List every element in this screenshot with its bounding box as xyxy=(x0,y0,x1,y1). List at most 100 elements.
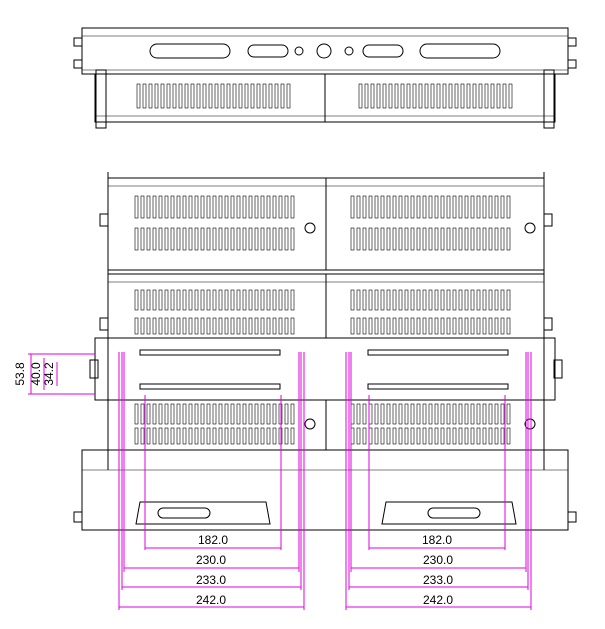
grille-fin xyxy=(508,83,513,109)
slot-right xyxy=(419,43,501,59)
bolt-icon xyxy=(567,59,577,69)
grille-fin xyxy=(380,227,385,251)
grille-fin xyxy=(182,195,187,219)
grille-fin xyxy=(368,227,373,251)
grille-fin xyxy=(428,227,433,251)
clamp xyxy=(99,213,109,227)
grille-fin xyxy=(392,195,397,219)
grille-fin xyxy=(196,83,201,109)
plate-slot xyxy=(139,349,281,356)
grille-fin xyxy=(140,403,145,425)
grille-fin xyxy=(350,317,355,335)
grille-fin xyxy=(230,195,235,219)
grille-fin xyxy=(494,403,499,425)
grille-fin xyxy=(182,289,187,311)
grille-fin xyxy=(448,83,453,109)
grille-fin xyxy=(280,83,285,109)
grille-fin xyxy=(176,317,181,335)
grille-fin xyxy=(466,83,471,109)
grille-fin xyxy=(400,83,405,109)
grille-fin xyxy=(404,427,409,445)
grille-fin xyxy=(164,289,169,311)
grille-fin xyxy=(224,317,229,335)
grille-fin xyxy=(170,317,175,335)
grille-fin xyxy=(428,195,433,219)
grille-fin xyxy=(176,227,181,251)
hole xyxy=(524,222,536,234)
grille-fin xyxy=(416,227,421,251)
grille-fin xyxy=(380,403,385,425)
dim-label-233-left: 233.0 xyxy=(196,573,226,587)
grille-fin xyxy=(278,317,283,335)
grille-fin xyxy=(398,317,403,335)
grille-fin xyxy=(190,83,195,109)
grille-fin xyxy=(206,227,211,251)
grille-fin xyxy=(482,317,487,335)
grille-fin xyxy=(494,227,499,251)
grille-fin xyxy=(260,427,265,445)
grille-fin xyxy=(206,289,211,311)
grille-fin xyxy=(506,195,511,219)
grille-fin xyxy=(416,427,421,445)
grille-fin xyxy=(272,427,277,445)
grille-fin xyxy=(370,83,375,109)
grille-fin xyxy=(386,227,391,251)
grille-fin xyxy=(452,227,457,251)
grille-fin xyxy=(422,427,427,445)
grille-fin xyxy=(404,317,409,335)
grille-fin xyxy=(506,289,511,311)
slot xyxy=(362,44,404,58)
grille-fin xyxy=(262,83,267,109)
clamp xyxy=(543,317,553,331)
grille-fin xyxy=(368,195,373,219)
grille-fin xyxy=(224,403,229,425)
grille-fin xyxy=(424,83,429,109)
dimensions-left: 53.8 40.0 34.2 xyxy=(13,353,95,395)
grille-fin xyxy=(362,427,367,445)
grille-fin xyxy=(212,289,217,311)
grille-fin xyxy=(464,317,469,335)
grille-fin xyxy=(236,227,241,251)
grille-fin xyxy=(500,427,505,445)
grille-fin xyxy=(182,403,187,425)
dim-label-230-left: 230.0 xyxy=(196,553,226,567)
grille-fin xyxy=(170,427,175,445)
top-view xyxy=(73,27,577,129)
grille-fin xyxy=(356,227,361,251)
grille-fin xyxy=(140,195,145,219)
grille-fin xyxy=(218,317,223,335)
bracket-right xyxy=(543,69,555,129)
grille-fin xyxy=(160,83,165,109)
grille-fin xyxy=(212,427,217,445)
grille-fin xyxy=(406,83,411,109)
grille-fin xyxy=(470,403,475,425)
grille-fin xyxy=(452,317,457,335)
grille-fin xyxy=(254,195,259,219)
grille-fin xyxy=(374,195,379,219)
grille-fin xyxy=(484,83,489,109)
grille-fin xyxy=(458,195,463,219)
grille-fin xyxy=(496,83,501,109)
hole xyxy=(524,418,536,430)
grille-fin xyxy=(152,227,157,251)
grille-fin xyxy=(170,289,175,311)
grille-fin xyxy=(422,227,427,251)
grille-fin xyxy=(386,289,391,311)
grille-fin xyxy=(218,227,223,251)
grille-fin xyxy=(290,317,295,335)
grille-fin xyxy=(208,83,213,109)
dim-label-242-right: 242.0 xyxy=(423,593,453,607)
grille-fin xyxy=(224,227,229,251)
grille-fin xyxy=(266,427,271,445)
grille-fin xyxy=(368,289,373,311)
grille-fin xyxy=(236,403,241,425)
grille-fin xyxy=(224,427,229,445)
grille-fin xyxy=(266,227,271,251)
slot-left xyxy=(149,43,231,59)
grille-fin xyxy=(194,403,199,425)
grille-fin xyxy=(356,317,361,335)
grille-fin xyxy=(194,427,199,445)
grille-fin xyxy=(284,289,289,311)
grille-fin xyxy=(268,83,273,109)
grille-fin xyxy=(172,83,177,109)
